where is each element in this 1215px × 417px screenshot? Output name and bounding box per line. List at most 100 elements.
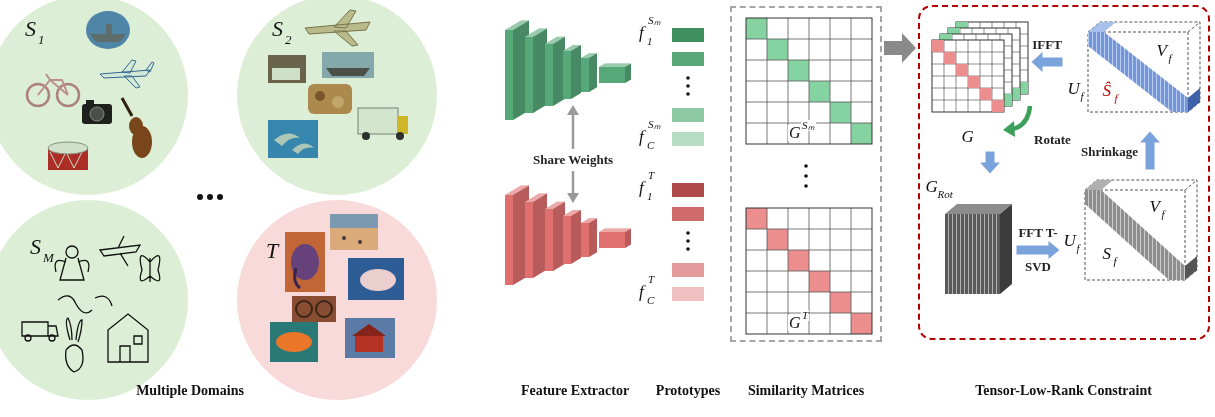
math-symbol: S <box>1103 245 1112 262</box>
math-superscript: T <box>648 170 654 181</box>
tsvd-tensor <box>1085 190 1185 280</box>
similarity-matrix <box>767 39 788 60</box>
math-superscript: T <box>648 274 654 285</box>
math-subscript: f <box>1169 53 1172 64</box>
domain-circle-fill <box>0 200 188 400</box>
math-symbol: Ŝ <box>1103 82 1112 99</box>
vertical-ellipsis <box>804 164 808 168</box>
rotate-arrow <box>1012 106 1030 129</box>
prototype-bars <box>672 132 704 146</box>
constraint-panel: GGRotUfSfVfUfŜfVfTensor-Low-Rank Constra… <box>918 5 1210 340</box>
math-symbol: f <box>639 179 644 196</box>
similarity-matrix <box>746 18 767 39</box>
tensor-stack <box>932 40 1004 112</box>
similarity-matrix <box>830 102 851 123</box>
rotated-tensor <box>945 214 1000 294</box>
tensor-node: UfSfVf <box>1062 172 1205 290</box>
domain-circle-shape <box>237 200 437 400</box>
math-subscript: 1 <box>647 191 653 202</box>
prototype-bars <box>672 28 704 301</box>
stage-caption: Prototypes <box>656 384 720 398</box>
tensor-stack <box>932 40 1004 112</box>
shrunk-tensor <box>1088 32 1188 112</box>
vertical-ellipsis <box>686 231 690 235</box>
similarity-matrix <box>746 18 872 334</box>
rotated-tensor <box>945 204 1012 294</box>
similarity-matrix <box>788 250 809 271</box>
math-symbol: f <box>639 24 644 41</box>
math-symbol: U <box>1064 232 1076 249</box>
domain-circle: S1 <box>0 0 188 195</box>
prototype-bars <box>672 52 704 66</box>
math-symbol: U <box>1068 80 1080 97</box>
similarity-matrix <box>746 18 872 144</box>
similarity-matrix <box>809 81 830 102</box>
math-superscript: Sₘ <box>801 120 816 131</box>
edge-label: FFT T-SVD <box>1011 216 1065 284</box>
annotation: Share Weights <box>533 153 613 166</box>
tensor-node: GRot <box>925 176 1015 298</box>
similarity-matrix <box>746 208 872 334</box>
flow-arrow <box>1140 132 1160 170</box>
similarity-matrix <box>767 229 788 250</box>
domain-symbol: S <box>272 18 283 40</box>
math-symbol: f <box>639 283 644 300</box>
share-weights-arrow <box>567 105 579 115</box>
stage-caption: Multiple Domains <box>136 384 244 398</box>
math-subscript: f <box>1081 91 1084 102</box>
domain-symbol: S <box>25 18 36 40</box>
domain-subscript: 2 <box>285 33 292 46</box>
tsvd-tensor <box>1085 180 1197 280</box>
math-symbol: G <box>788 315 802 331</box>
tsvd-tensor <box>1085 190 1185 280</box>
math-subscript: f <box>1077 243 1080 254</box>
math-subscript: Rot <box>938 189 953 200</box>
prototype-bars <box>672 28 704 42</box>
similarity-matrix <box>746 208 872 334</box>
math-symbol: V <box>1150 198 1160 215</box>
similarity-matrix <box>746 18 872 144</box>
prototype-bars <box>672 183 704 197</box>
similarity-matrix <box>746 208 872 334</box>
similarity-matrix <box>830 292 851 313</box>
share-weights-arrow <box>567 193 579 203</box>
math-superscript: Sₘ <box>648 15 661 26</box>
domain-circle: T <box>237 200 437 400</box>
math-symbol: G <box>788 125 802 141</box>
prototype-bars <box>672 263 704 277</box>
prototype-bars <box>672 287 704 301</box>
tensor-node: UfŜfVf <box>1065 12 1205 130</box>
ellipsis-dots <box>207 194 213 200</box>
stage-caption: Tensor-Low-Rank Constraint <box>975 384 1152 398</box>
domain-circle-shape <box>0 200 188 400</box>
math-subscript: f <box>1162 209 1165 220</box>
domain-symbol: T <box>266 240 278 262</box>
rotated-tensor <box>1000 204 1012 294</box>
annotation: Rotate <box>1034 133 1071 146</box>
edge-label: Shrinkage <box>1081 144 1138 157</box>
flow-arrow <box>1017 241 1060 259</box>
tensor-node: G <box>930 18 1030 150</box>
similarity-matrix <box>746 18 872 144</box>
similarity-matrix <box>746 18 872 144</box>
ellipsis-dots <box>197 194 203 200</box>
rotate-arrow <box>1003 106 1030 137</box>
ellipsis-dots <box>217 194 223 200</box>
share-weights-arrow <box>572 171 575 195</box>
shrunk-tensor <box>1088 22 1200 112</box>
tsvd-tensor <box>1085 180 1197 280</box>
tsvd-tensor <box>1185 256 1197 280</box>
edge-label: IFFT <box>1032 38 1062 51</box>
similarity-matrix <box>746 208 767 229</box>
tensor-stack <box>932 22 1028 112</box>
domain-circle: S2 <box>237 0 437 195</box>
matrix-band: Similarity Matrices <box>730 6 882 342</box>
math-symbol: G <box>926 178 938 195</box>
domain-circle-fill <box>237 0 437 195</box>
math-subscript: C <box>647 295 654 306</box>
shrunk-tensor <box>1088 22 1200 112</box>
feature-extractor <box>505 185 631 285</box>
math-subscript: C <box>647 140 654 151</box>
math-superscript: T <box>801 310 809 321</box>
